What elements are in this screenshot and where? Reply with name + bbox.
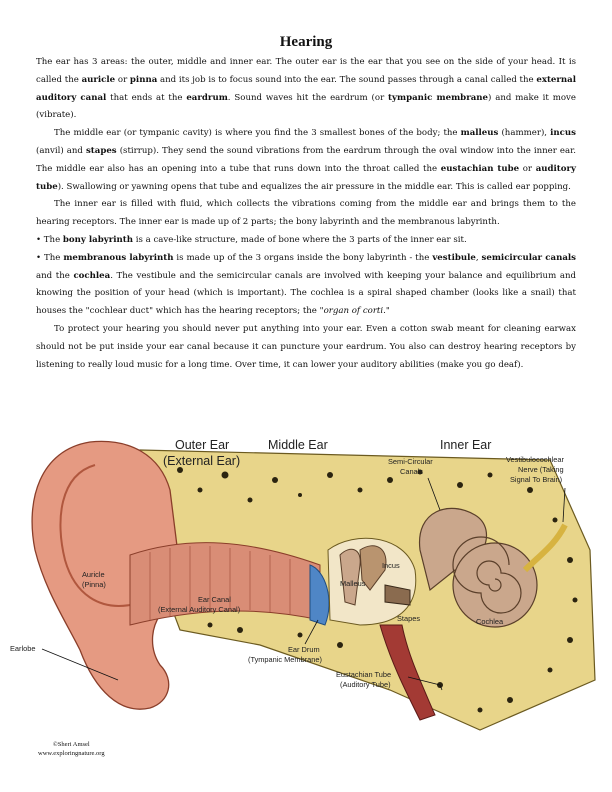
ear-drum-shape (309, 564, 330, 626)
vestibulocochlear-nerve (522, 523, 568, 573)
cochlea-spiral (452, 536, 522, 614)
malleus-bone (339, 548, 361, 606)
label-auricle: Auricle (82, 570, 105, 579)
label-malleus: Malleus (340, 579, 366, 588)
label-cochlea: Cochlea (476, 617, 504, 626)
paragraph-inner-ear: The inner ear is filled with fluid, whic… (36, 199, 576, 228)
label-ear-drum: Ear Drum (288, 645, 320, 654)
stapes-bone (384, 584, 411, 606)
auricle-shape (31, 440, 181, 710)
label-outer-ear-alt: (External Ear) (163, 454, 240, 468)
leader-semicircular (427, 477, 441, 511)
incus-bone (359, 545, 387, 591)
bullet-membranous-labyrinth: • The membranous labyrinth is made up of… (36, 252, 576, 317)
cochlea-shape (452, 542, 538, 628)
leader-eustachian (407, 676, 443, 691)
leader-ear-drum (304, 619, 319, 645)
leader-vestibulocochlear (562, 487, 566, 523)
credit: ©Sheri Amsel www.exploringnature.org (38, 740, 105, 758)
label-vestibulocochlear-3: Signal To Brain) (510, 475, 562, 484)
label-semicircular-canals-2: Canals (400, 467, 423, 476)
leader-earlobe (41, 648, 119, 681)
eustachian-tube-shape (379, 624, 436, 721)
label-incus: Incus (382, 561, 400, 570)
label-outer-ear: Outer Ear (175, 438, 229, 452)
credit-website: www.exploringnature.org (38, 750, 105, 757)
label-vestibulocochlear-1: Vestibulocochlear (506, 455, 564, 464)
ear-anatomy-diagram: Outer Ear (External Ear) Middle Ear Inne… (10, 438, 596, 731)
label-ear-canal: Ear Canal (198, 595, 231, 604)
label-vestibulocochlear-2: Nerve (Taking (518, 465, 564, 474)
ear-canal-ridges (149, 546, 291, 620)
paragraph-outer-ear: The ear has 3 areas: the outer, middle a… (36, 57, 577, 121)
label-inner-ear: Inner Ear (440, 438, 491, 452)
label-eustachian-tube-2: (Auditory Tube) (340, 680, 391, 689)
paragraph-middle-ear: The middle ear (or tympanic cavity) is w… (36, 128, 577, 192)
label-auricle-2: (Pinna) (82, 580, 106, 589)
label-semicircular-canals: Semi-Circular (388, 457, 433, 466)
credit-author: ©Sheri Amsel (52, 741, 90, 748)
label-stapes: Stapes (397, 614, 420, 623)
label-middle-ear: Middle Ear (268, 438, 328, 452)
auricle-fold (59, 464, 131, 607)
label-ear-canal-2: (External Auditory Canal) (158, 605, 240, 614)
page-title: Hearing (279, 34, 333, 50)
label-earlobe: Earlobe (10, 644, 35, 653)
body-text: The ear has 3 areas: the outer, middle a… (36, 54, 576, 374)
paragraph-protect-hearing: To protect your hearing you should never… (36, 323, 576, 370)
label-ear-drum-2: (Tympanic Membrane) (248, 655, 322, 664)
bullet-bony-labyrinth: • The bony labyrinth is a cave-like stru… (36, 234, 467, 245)
label-eustachian-tube: Eustachian Tube (336, 670, 391, 679)
